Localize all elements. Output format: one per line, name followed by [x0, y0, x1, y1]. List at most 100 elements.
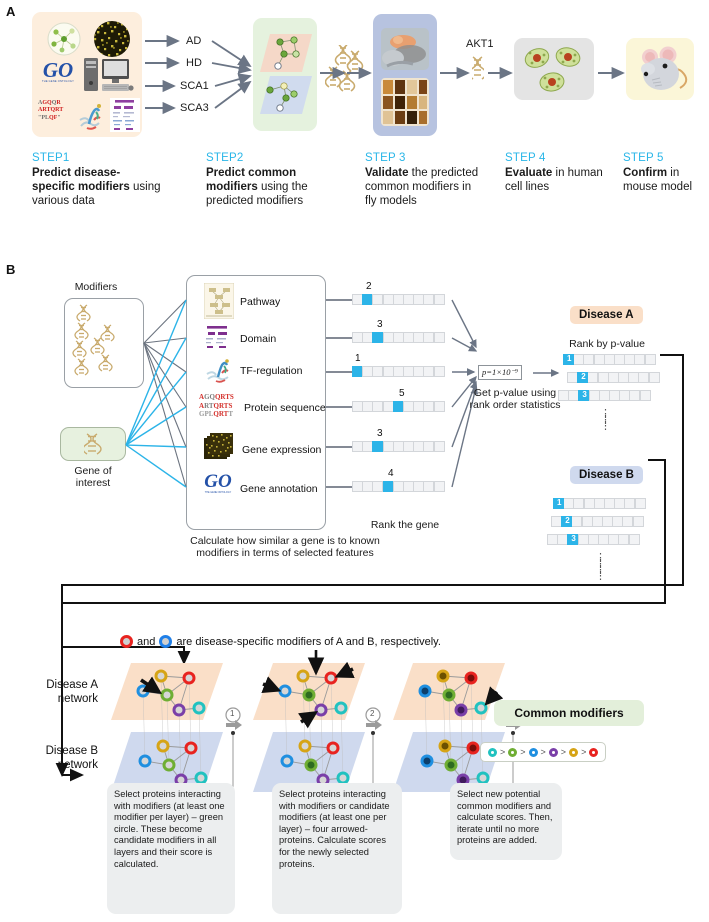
rank-cell — [433, 441, 445, 452]
rank-number-4: 3 — [377, 428, 383, 439]
rank-cell — [644, 354, 656, 365]
disease-a-tag: Disease A — [570, 306, 643, 324]
rank-cell-hit: 2 — [561, 516, 573, 527]
disease-a-network-label: Disease A network — [20, 679, 98, 706]
feature-label-pathway: Pathway — [240, 296, 281, 308]
step-5-bold: Confirm — [623, 167, 668, 179]
legend-red-circle-icon — [120, 635, 133, 648]
two-layer-network-icon — [260, 34, 312, 114]
common-modifiers-title: Common modifiers — [494, 700, 644, 726]
modifiers-label: Modifiers — [74, 281, 118, 293]
protein-sequence-icon: AGQQR ARTQRT "PLQF" — [38, 100, 64, 121]
panel-b: Modifiers Gene of interest — [0, 255, 709, 922]
gene-of-interest-dna-icon — [84, 433, 102, 455]
rank-number-5: 4 — [388, 468, 394, 479]
rank-number-1: 3 — [377, 319, 383, 330]
step-3-bold: Validate — [365, 167, 409, 179]
rank-cell — [639, 390, 651, 401]
panel-b-letter: B — [6, 262, 16, 277]
step-1-rest: using various data — [32, 181, 161, 208]
legend-blue-circle-icon — [159, 635, 173, 648]
common-modifiers-order-row: > > > > > — [480, 742, 607, 762]
rank-number-3: 5 — [399, 388, 405, 399]
rank-value: 3 — [571, 534, 576, 543]
fly-photo-icon — [381, 28, 429, 70]
rank-cell — [433, 366, 445, 377]
rank-cell-hit: 3 — [567, 534, 579, 545]
description-box-3: Select new potential common modifiers an… — [450, 783, 562, 860]
separator: > — [540, 747, 546, 757]
modifier-circle-4 — [548, 747, 558, 757]
rank-bar-1 — [352, 332, 445, 343]
expression-array-icon — [204, 433, 233, 459]
separator: > — [560, 747, 567, 757]
step-5-rest: in mouse model — [623, 167, 693, 194]
step-1: STEP1 Predict disease-specific modifiers… — [32, 152, 162, 209]
step-2-desc: Predict common modifiers using the predi… — [206, 166, 342, 209]
feature-label-gene-expression: Gene expression — [242, 444, 322, 456]
protein-seq-line-1: AGQQRTS — [199, 393, 234, 401]
disease-b-rank-bar-3: 3 — [547, 534, 640, 545]
separator: > — [500, 747, 506, 757]
step-2-rest: using the predicted modifiers — [206, 181, 308, 208]
rank-cell — [632, 516, 644, 527]
rank-cell — [628, 534, 640, 545]
protein-sequence-icon: AGQQRTS ARTQRTS GPLQRTT — [199, 393, 245, 419]
human-cells-icon — [524, 47, 581, 92]
mouse-icon — [641, 46, 688, 90]
step-1-desc: Predict disease-specific modifiers using… — [32, 166, 162, 209]
description-box-2: Select proteins interacting with modifie… — [272, 783, 402, 914]
disease-b-rank-bar-1: 1 — [553, 498, 646, 509]
disease-a-rank-bar-1: 1 — [563, 354, 656, 365]
rank-value: 3 — [582, 390, 587, 399]
step-4-rest: in human cell lines — [505, 167, 603, 194]
step-3: STEP 3 Validate the predicted common mod… — [365, 152, 483, 209]
rank-cell — [648, 372, 660, 383]
separator: > — [520, 747, 526, 757]
rank-cell-hit: 1 — [553, 498, 564, 509]
fly-vials-icon — [381, 78, 429, 126]
disease-a-ellipsis: ⋮⋮⋮ — [600, 408, 611, 432]
modifier-color-legend: and are disease-specific modifiers of A … — [120, 635, 441, 648]
protein-structure-icon — [79, 104, 101, 130]
p-value-box: p=1×10⁻⁹ — [478, 365, 522, 380]
legend-and-text: and — [137, 635, 156, 648]
disease-a-network-label-l1: Disease A — [46, 679, 98, 691]
step-3-rest: the predicted common modifiers in fly mo… — [365, 167, 479, 208]
step-3-label: STEP 3 — [365, 152, 406, 164]
network-pair-3 — [393, 663, 505, 792]
feature-caption-line1: Calculate how similar a gene is to known — [190, 535, 380, 547]
step-5-label: STEP 5 — [623, 152, 664, 164]
step-1-label: STEP1 — [32, 152, 70, 164]
panel-a: GO THE GENE ONTOLOGY AGQQR ARTQRT "PLQF" — [0, 0, 709, 240]
rank-cell — [634, 498, 646, 509]
rank-bar-0 — [352, 294, 445, 305]
modifier-circle-3 — [528, 747, 538, 757]
modifier-circle-5 — [569, 747, 579, 757]
rank-bar-4 — [352, 441, 445, 452]
step-2-bold: Predict common modifiers — [206, 167, 297, 194]
disease-b-network-label-l1: Disease B — [45, 745, 98, 757]
pvalue-caption-line2: rank order statistics — [469, 399, 561, 411]
legend-text: are disease-specific modifiers of A and … — [176, 635, 441, 648]
modifier-circle-6 — [589, 747, 599, 757]
rank-cell-hit: 2 — [577, 372, 589, 383]
step-circle-number-1: 1 — [230, 709, 235, 718]
rank-cell — [433, 294, 445, 305]
rank-cell — [433, 332, 445, 343]
rank-value: 1 — [567, 354, 572, 363]
rank-cell-hit: 1 — [563, 354, 574, 365]
rank-value: 1 — [557, 498, 562, 507]
rank-number-0: 2 — [366, 281, 372, 292]
disease-b-rank-bar-2: 2 — [551, 516, 644, 527]
network-graph-icon — [47, 22, 81, 56]
rank-bar-3 — [352, 401, 445, 412]
go-logo-icon: GO THE GENE ONTOLOGY — [41, 58, 75, 84]
modifier-circle-1 — [488, 747, 497, 757]
disease-b-network-label: Disease B network — [20, 745, 98, 772]
tf-structure-icon — [206, 359, 229, 383]
separator: > — [581, 747, 587, 757]
step-5: STEP 5 Confirm in mouse model — [623, 152, 709, 194]
feature-caption-line2: modifiers in terms of selected features — [196, 547, 374, 559]
rank-value: 2 — [581, 372, 586, 381]
